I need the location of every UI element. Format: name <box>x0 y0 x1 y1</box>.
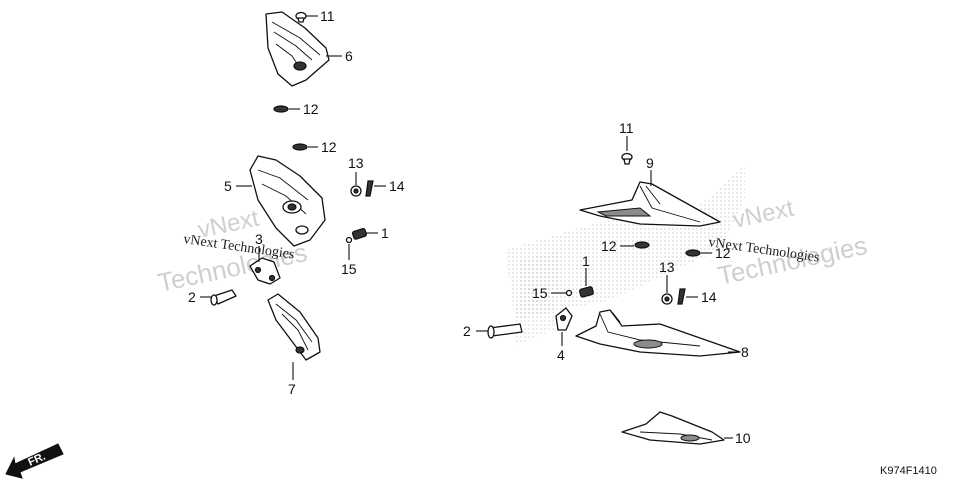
callout-9: 9 <box>646 155 654 171</box>
leaders-left <box>200 15 386 380</box>
callout-14-left: 14 <box>389 178 405 194</box>
part-14-screw-left <box>365 180 374 197</box>
callout-8: 8 <box>741 344 749 360</box>
part-11-clip-left <box>295 11 307 23</box>
part-2-pin-right <box>487 323 523 339</box>
callout-5: 5 <box>224 178 232 194</box>
part-10-trim <box>621 411 725 445</box>
callout-11-left: 11 <box>320 8 335 24</box>
callouts-right: 11 9 12 12 1 13 15 14 2 4 8 10 <box>463 120 751 446</box>
callout-13-left: 13 <box>348 155 364 171</box>
part-5-cover <box>249 155 326 247</box>
callout-15-left: 15 <box>341 261 357 277</box>
part-1-spring-right <box>579 286 594 298</box>
part-4-bracket <box>555 307 573 331</box>
part-12-washer-left-upper <box>273 105 289 113</box>
part-3-bracket <box>249 257 281 285</box>
callout-1-right: 1 <box>582 253 590 269</box>
callout-11-right: 11 <box>619 120 634 136</box>
part-13-nut-left <box>350 185 362 197</box>
part-12-washer-left-lower <box>292 143 308 151</box>
callout-10: 10 <box>735 430 751 446</box>
callout-3: 3 <box>255 231 263 247</box>
part-13-nut-right <box>661 293 673 305</box>
diagram-code: K974F1410 <box>880 465 937 477</box>
callout-12-left-upper: 12 <box>303 101 319 117</box>
callout-14-right: 14 <box>701 289 717 305</box>
front-arrow: FR. <box>5 443 64 479</box>
callout-12-right-b: 12 <box>715 245 731 261</box>
callout-7: 7 <box>288 381 296 397</box>
part-11-clip-right <box>621 152 633 165</box>
part-14-screw-right <box>677 288 686 305</box>
part-12-washer-right-a <box>634 241 650 249</box>
part-7-lens <box>267 293 321 361</box>
callout-15-right: 15 <box>532 285 548 301</box>
callout-6: 6 <box>345 48 353 64</box>
callout-4: 4 <box>557 347 565 363</box>
callout-2-right: 2 <box>463 323 471 339</box>
part-8-cowl <box>575 309 741 357</box>
body-shading <box>505 165 745 345</box>
callout-13-right: 13 <box>659 259 675 275</box>
part-9-cowl <box>579 181 721 227</box>
leaders-right <box>476 136 738 439</box>
callout-12-left-lower: 12 <box>321 139 337 155</box>
part-15-ball-right <box>565 289 573 297</box>
part-15-ball-left <box>345 236 353 244</box>
part-1-spring-left <box>351 227 367 240</box>
part-2-pin-left <box>210 289 237 306</box>
callout-2-left: 2 <box>188 289 196 305</box>
callout-12-right-a: 12 <box>601 238 617 254</box>
part-6-cover <box>265 11 330 87</box>
callout-1-left: 1 <box>381 225 389 241</box>
callouts-left: 11 6 12 12 13 5 14 1 3 15 2 7 <box>188 8 405 397</box>
part-12-washer-right-b <box>685 249 701 257</box>
